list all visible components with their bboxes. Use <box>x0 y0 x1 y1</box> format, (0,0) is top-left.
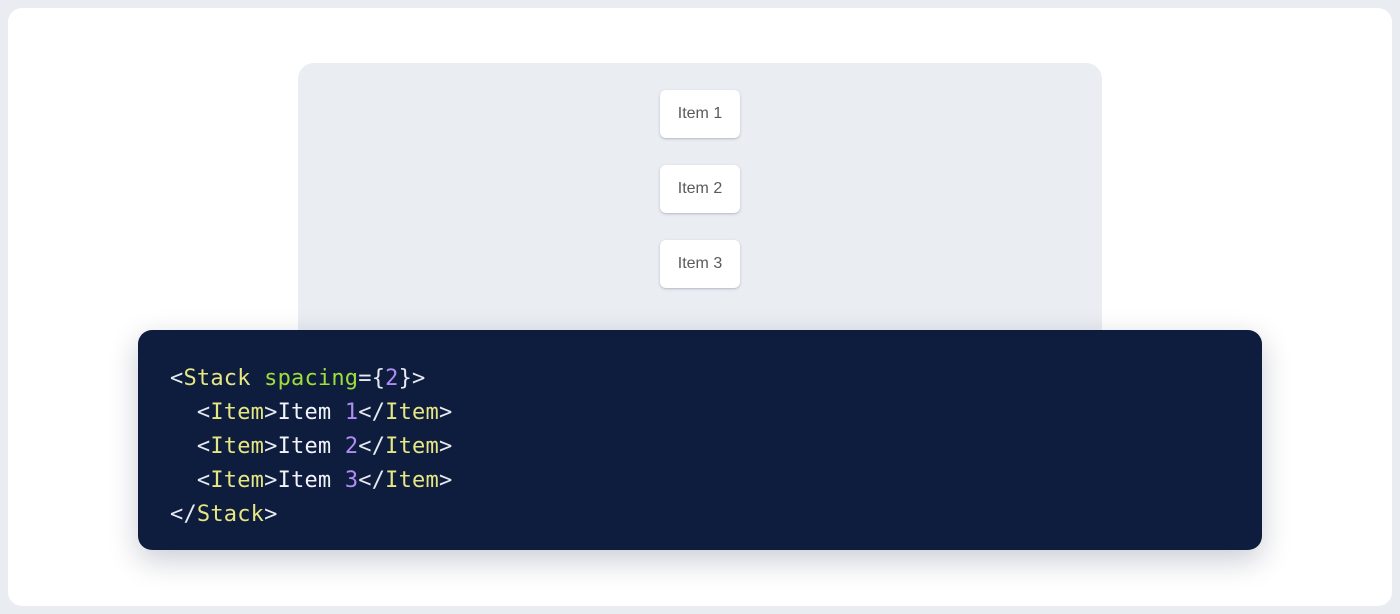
code-token-punct: > <box>264 434 278 459</box>
code-token-tag: Item <box>210 400 265 425</box>
code-token-tag: Item <box>210 434 265 459</box>
code-snippet-block[interactable]: <Stack spacing={2}> <Item>Item 1</Item> … <box>138 330 1262 550</box>
code-token-num: 2 <box>385 366 399 391</box>
code-token-punct: ={ <box>358 366 386 391</box>
code-content: <Stack spacing={2}> <Item>Item 1</Item> … <box>170 362 1230 532</box>
code-token-tag: Item <box>385 468 439 493</box>
stack-container: Item 1 Item 2 Item 3 <box>660 90 740 288</box>
code-token-punct: > <box>264 400 278 425</box>
code-token-punct: > <box>264 502 278 527</box>
code-token-tag: Stack <box>183 366 251 391</box>
code-token-num: 3 <box>344 468 359 493</box>
code-token-punct: > <box>438 468 453 493</box>
code-token-num: 1 <box>344 400 359 425</box>
code-token-punct: </ <box>358 468 386 493</box>
code-token-tag: Item <box>385 400 439 425</box>
code-token-text: Item <box>277 434 345 459</box>
code-token-tag: Stack <box>196 502 265 527</box>
code-token-num: 2 <box>344 434 359 459</box>
stack-item[interactable]: Item 3 <box>660 240 740 288</box>
code-token-punct: </ <box>358 434 386 459</box>
code-token-text <box>251 366 264 391</box>
code-token-tag: Item <box>385 434 439 459</box>
code-token-punct: > <box>438 434 453 459</box>
code-token-punct: > <box>438 400 453 425</box>
outer-card: Item 1 Item 2 Item 3 <Stack spacing={2}>… <box>8 8 1392 606</box>
component-preview-panel: Item 1 Item 2 Item 3 <box>298 63 1102 353</box>
code-line: <Item>Item 2</Item> <box>170 430 1230 464</box>
code-line: <Item>Item 3</Item> <box>170 464 1230 498</box>
code-line: <Stack spacing={2}> <box>170 362 1230 396</box>
stack-item[interactable]: Item 2 <box>660 165 740 213</box>
code-token-punct: }> <box>398 366 426 391</box>
code-token-attr: spacing <box>264 366 359 391</box>
code-token-punct: </ <box>358 400 386 425</box>
code-token-punct: < <box>170 366 184 391</box>
code-line: </Stack> <box>170 498 1230 532</box>
code-token-punct: < <box>196 400 211 425</box>
stack-item[interactable]: Item 1 <box>660 90 740 138</box>
code-token-punct: </ <box>170 502 197 527</box>
code-token-tag: Item <box>210 468 265 493</box>
code-token-text: Item <box>277 468 345 493</box>
code-token-punct: < <box>196 468 211 493</box>
code-line: <Item>Item 1</Item> <box>170 396 1230 430</box>
code-token-text: Item <box>277 400 345 425</box>
code-token-punct: < <box>196 434 211 459</box>
code-token-punct: > <box>264 468 278 493</box>
